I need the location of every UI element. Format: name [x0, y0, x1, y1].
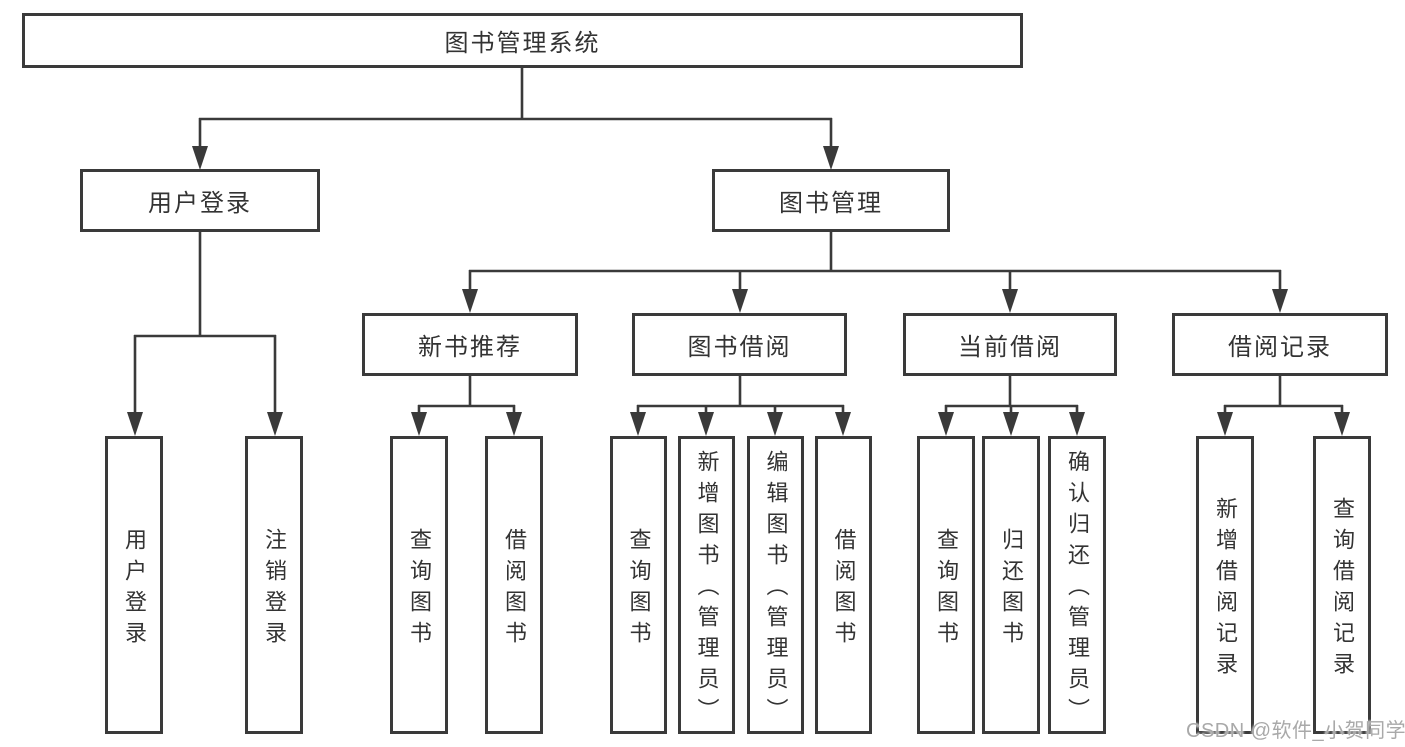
- leaf-records-query-record: 查询借阅记录: [1313, 436, 1371, 734]
- leaf-current-return-books: 归还图书: [982, 436, 1040, 734]
- csdn-watermark: CSDN @软件_小贺同学: [1186, 720, 1405, 742]
- node-borrowing-records: 借阅记录: [1172, 313, 1388, 376]
- leaf-borrowing-edit-books-admin: 编辑图书（管理员）: [747, 436, 804, 734]
- node-new-book-recommend: 新书推荐: [362, 313, 578, 376]
- arrowhead-icons: [127, 146, 1350, 436]
- leaf-newbooks-borrow-books: 借阅图书: [485, 436, 543, 734]
- leaf-current-query-books: 查询图书: [917, 436, 975, 734]
- node-book-management-branch: 图书管理: [712, 169, 950, 232]
- node-book-borrowing: 图书借阅: [632, 313, 847, 376]
- node-user-login-branch: 用户登录: [80, 169, 320, 232]
- leaf-borrowing-add-books-admin: 新增图书（管理员）: [678, 436, 735, 734]
- leaf-borrowing-borrow-books: 借阅图书: [815, 436, 872, 734]
- node-current-borrowing: 当前借阅: [903, 313, 1117, 376]
- leaf-current-confirm-return-admin: 确认归还（管理员）: [1048, 436, 1106, 734]
- leaf-user-login: 用户登录: [105, 436, 163, 734]
- leaf-borrowing-query-books: 查询图书: [610, 436, 667, 734]
- leaf-newbooks-query-books: 查询图书: [390, 436, 448, 734]
- leaf-records-add-record: 新增借阅记录: [1196, 436, 1254, 734]
- node-system-root: 图书管理系统: [22, 13, 1023, 68]
- leaf-logout: 注销登录: [245, 436, 303, 734]
